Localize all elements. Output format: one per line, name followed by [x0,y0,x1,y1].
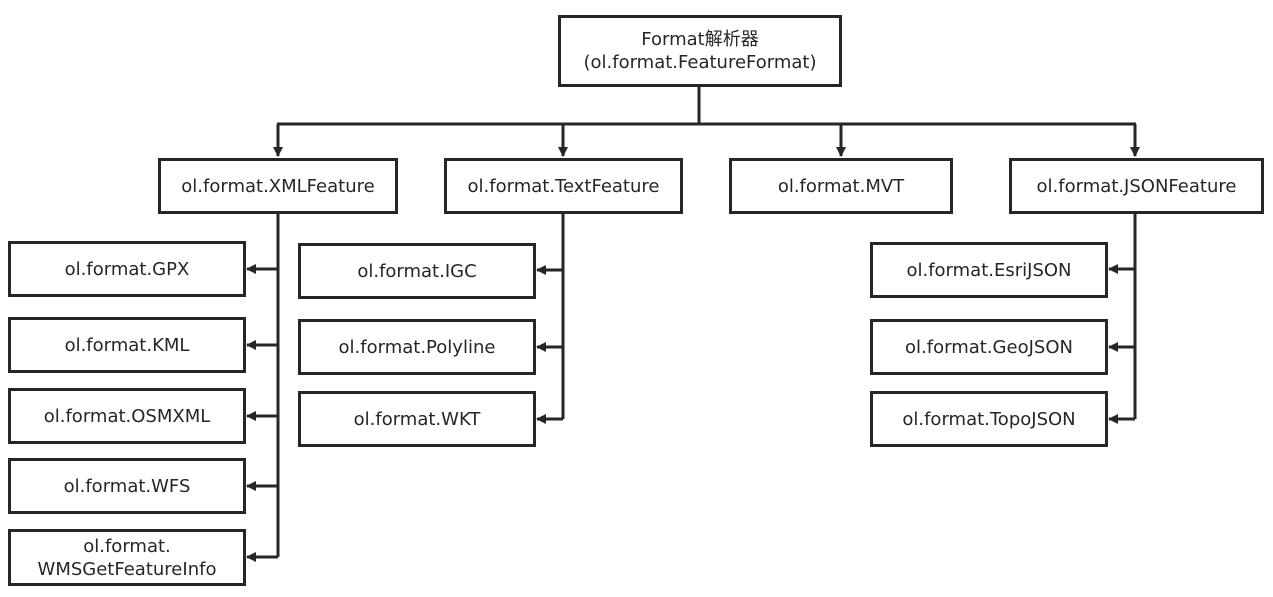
root-subtitle: (ol.format.FeatureFormat) [583,52,817,73]
root-node-feature-format: Format解析器 (ol.format.FeatureFormat) [558,15,842,87]
root-title: Format解析器 [641,29,759,50]
node-label: ol.format.GPX [64,258,190,280]
node-gpx: ol.format.GPX [8,241,246,297]
node-label: ol.format.Polyline [338,336,496,358]
node-label-line2: WMSGetFeatureInfo [37,558,217,580]
node-text-feature: ol.format.TextFeature [444,158,683,214]
node-geo-json: ol.format.GeoJSON [870,319,1108,375]
node-label: ol.format.TextFeature [467,175,660,197]
node-igc: ol.format.IGC [298,243,536,299]
node-osmxml: ol.format.OSMXML [8,388,246,444]
node-label: ol.format.OSMXML [43,405,211,427]
node-polyline: ol.format.Polyline [298,319,536,375]
node-label: ol.format.IGC [357,260,477,282]
node-xml-feature: ol.format.XMLFeature [158,158,398,214]
node-label: ol.format.TopoJSON [902,408,1076,430]
node-json-feature: ol.format.JSONFeature [1009,158,1264,214]
node-esri-json: ol.format.EsriJSON [870,242,1108,298]
node-label: ol.format.MVT [777,175,905,197]
node-label: ol.format.KML [64,334,190,356]
node-topo-json: ol.format.TopoJSON [870,391,1108,447]
node-wms-get-feature-info: ol.format. WMSGetFeatureInfo [8,529,246,586]
node-label: ol.format.WFS [63,475,191,497]
node-label-line1: ol.format. [83,535,171,557]
node-label: ol.format.XMLFeature [181,175,375,197]
node-label: ol.format.JSONFeature [1036,175,1237,197]
node-kml: ol.format.KML [8,317,246,373]
node-label: ol.format.WKT [353,408,481,430]
node-wkt: ol.format.WKT [298,391,536,447]
node-wfs: ol.format.WFS [8,458,246,514]
node-mvt: ol.format.MVT [729,158,953,214]
node-label: ol.format.EsriJSON [906,259,1072,281]
node-label: ol.format.GeoJSON [905,336,1073,358]
